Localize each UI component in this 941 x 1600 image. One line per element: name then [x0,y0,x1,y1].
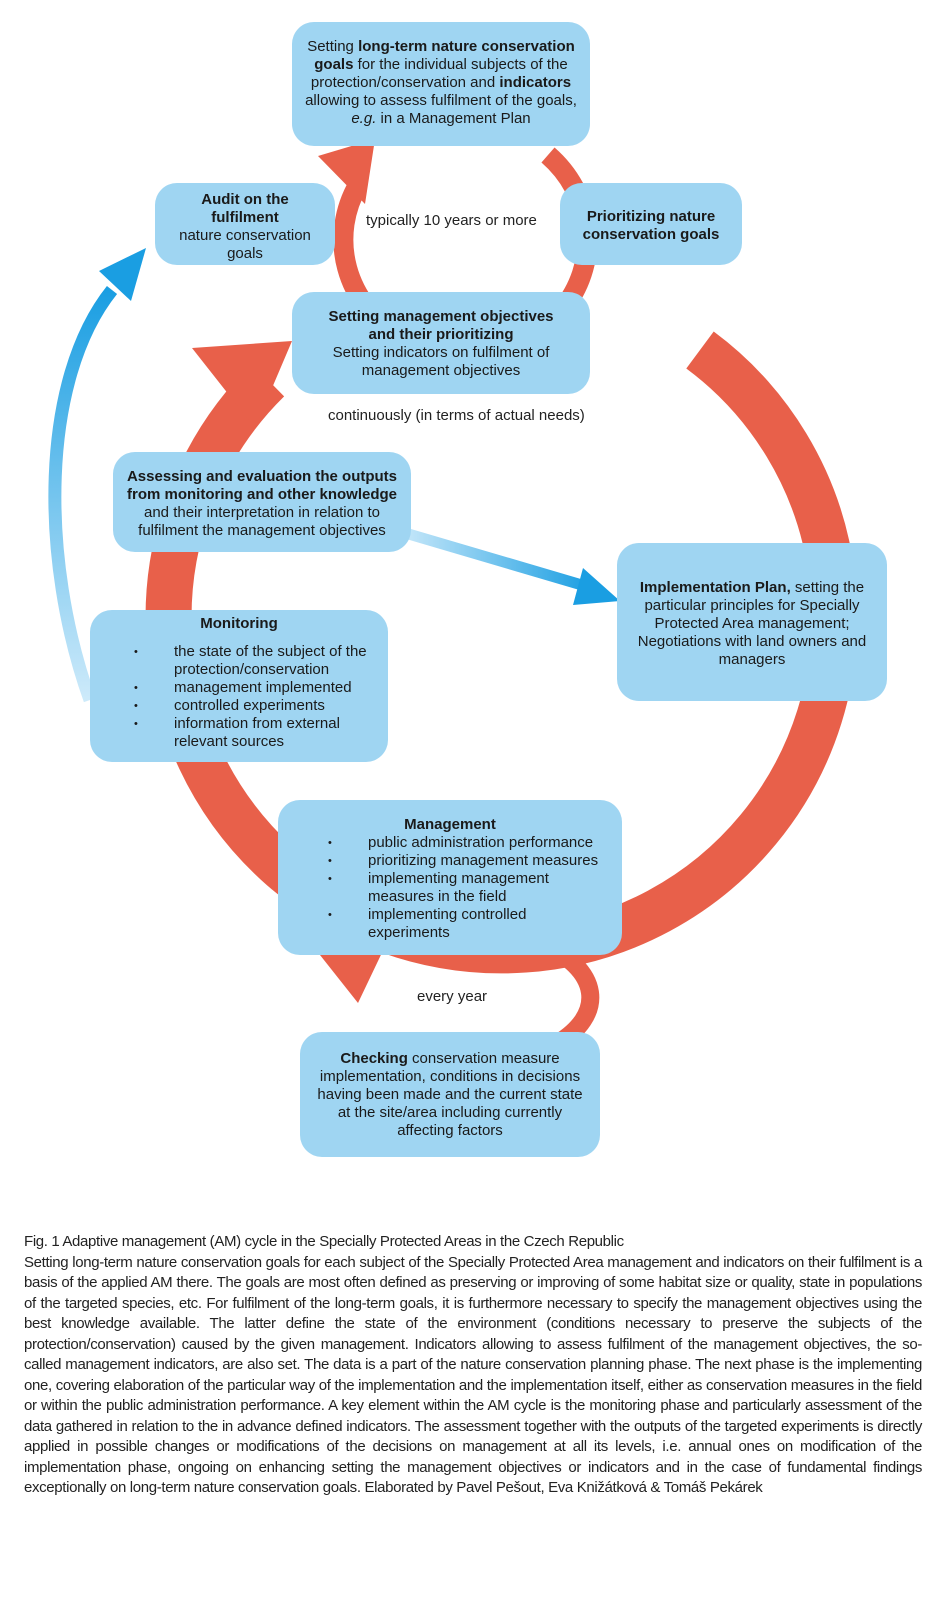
long-term-goals-box: Setting long-term nature conservation go… [292,22,590,146]
figure-caption: Fig. 1 Adaptive management (AM) cycle in… [24,1232,922,1499]
goals-text-4: in a Management Plan [376,110,531,127]
goals-bold-2: indicators [499,74,572,91]
main-cycle-arrowhead [192,341,292,428]
top-cycle-arrowhead [318,139,375,204]
management-box: Management public administration perform… [278,800,622,955]
assessing-text: and their interpretation in relation to … [138,504,386,539]
monitoring-item: the state of the subject of the protecti… [98,643,380,679]
management-title: Management [404,816,496,833]
monitoring-box: Monitoring the state of the subject of t… [90,610,388,762]
checking-box: Checking conservation measure implementa… [300,1032,600,1157]
objectives-title: Setting management objectives and their … [328,308,554,343]
assessing-title: Assessing and evaluation the outputs fro… [126,468,398,503]
implementation-title: Implementation Plan, [639,579,791,596]
monitoring-item: information from external relevant sourc… [98,715,380,751]
monitoring-list: the state of the subject of the protecti… [98,643,380,751]
cycle-label-continuously: continuously (in terms of actual needs) [328,407,585,424]
goals-italic: e.g. [351,110,377,127]
caption-body: Setting long-term nature conservation go… [24,1253,922,1497]
adaptive-management-diagram: Setting long-term nature conservation go… [0,0,941,1220]
audit-box: Audit on the fulfilment nature conservat… [155,183,335,265]
caption-title: Fig. 1 Adaptive management (AM) cycle in… [24,1233,624,1250]
goals-text-3: allowing to assess fulfilment of the goa… [305,92,577,109]
prioritizing-title: Prioritizing nature conservation goals [582,208,720,243]
management-objectives-box: Setting management objectives and their … [292,292,590,394]
feedback-arrowhead-right [573,568,620,605]
goals-text-2: for the individual subjects of the prote… [310,56,568,91]
feedback-arrow-to-audit [48,248,146,703]
bottom-cycle-arrowhead [320,940,388,1003]
monitoring-item: controlled experiments [98,697,380,715]
management-item: implementing management measures in the … [292,870,608,906]
cycle-label-every-year: every year [417,988,488,1005]
objectives-text: Setting indicators on fulfilment of mana… [332,344,550,379]
monitoring-item: management implemented [98,679,380,697]
implementation-text: setting the particular principles for Sp… [637,579,867,668]
management-item: prioritizing management measures [292,852,608,870]
management-list: public administration performance priori… [292,834,608,942]
cycle-label-ten-years: typically 10 years or more [366,212,537,229]
feedback-arrow-to-implementation [393,524,620,605]
implementation-plan-box: Implementation Plan, setting the particu… [617,543,887,701]
feedback-arrowhead-up [99,248,146,301]
monitoring-title: Monitoring [200,615,278,632]
management-item: implementing controlled experiments [292,906,608,942]
management-item: public administration performance [292,834,608,852]
audit-text: nature conservation goals [179,227,311,262]
checking-text: conservation measure implementation, con… [317,1050,583,1139]
prioritizing-goals-box: Prioritizing nature conservation goals [560,183,742,265]
checking-title: Checking [340,1050,408,1067]
goals-text-1: Setting [307,38,359,55]
goals-bold-1: long-term nature conservation goals [314,38,575,73]
assessing-box: Assessing and evaluation the outputs fro… [113,452,411,552]
audit-title: Audit on the fulfilment [201,191,289,226]
